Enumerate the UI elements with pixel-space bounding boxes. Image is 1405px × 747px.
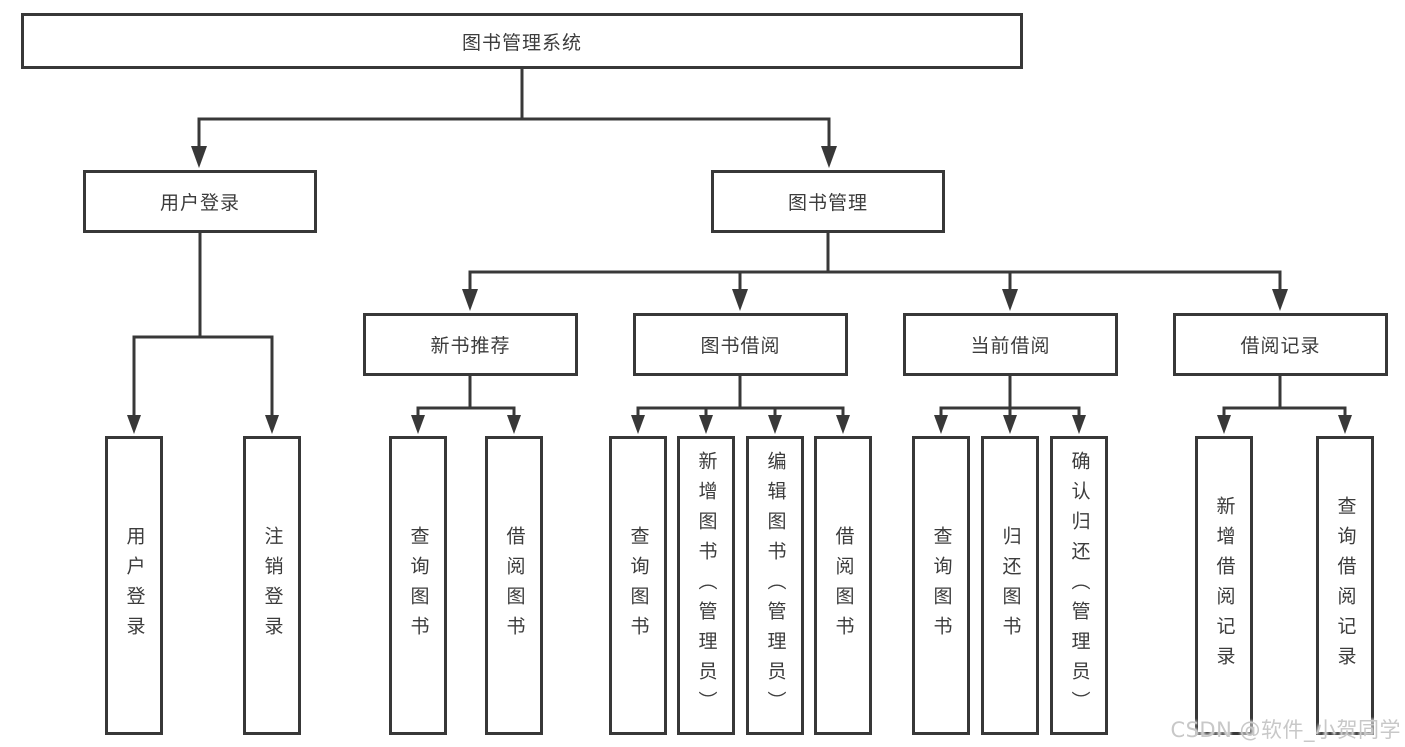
node-current-borrowing: 当前借阅	[903, 313, 1118, 376]
leaf-label: 查询借阅记录	[1334, 495, 1357, 676]
leaf-label: 借阅图书	[832, 525, 855, 646]
arrowhead-icon	[732, 289, 748, 311]
leaf-label: 注销登录	[261, 525, 284, 646]
connector-book-borrowing	[636, 376, 845, 419]
leaf-logout: 注销登录	[243, 436, 301, 735]
connector-book-management	[468, 233, 1282, 294]
arrowhead-icon	[631, 415, 645, 434]
leaf-label: 新增借阅记录	[1213, 495, 1236, 676]
leaf-query-books-borrow: 查询图书	[609, 436, 667, 735]
connector-new-book	[416, 376, 516, 419]
arrowhead-icon	[191, 146, 207, 168]
node-library-system: 图书管理系统	[21, 13, 1023, 69]
leaf-return-books: 归还图书	[981, 436, 1039, 735]
leaf-query-books-newbook: 查询图书	[389, 436, 447, 735]
leaf-label: 查询图书	[407, 525, 430, 646]
node-book-borrowing: 图书借阅	[633, 313, 848, 376]
arrowhead-icon	[507, 415, 521, 434]
arrowhead-icon	[1002, 289, 1018, 311]
arrowhead-icon	[1072, 415, 1086, 434]
csdn-watermark: CSDN @软件_小贺同学	[1170, 718, 1401, 742]
arrowhead-icon	[934, 415, 948, 434]
arrowhead-icon	[1272, 289, 1288, 311]
leaf-add-borrow-record: 新增借阅记录	[1195, 436, 1253, 735]
node-borrow-records: 借阅记录	[1173, 313, 1388, 376]
arrowhead-icon	[1338, 415, 1352, 434]
leaf-borrow-books-newbook: 借阅图书	[485, 436, 543, 735]
leaf-label: 用户登录	[123, 525, 146, 646]
leaf-label: 归还图书	[999, 525, 1022, 646]
connector-root	[197, 69, 831, 150]
leaf-confirm-return-admin: 确认归还（管理员）	[1050, 436, 1108, 735]
node-new-book-recommendation: 新书推荐	[363, 313, 578, 376]
connector-user-login	[132, 233, 274, 419]
leaf-label: 新增图书（管理员）	[695, 450, 718, 721]
leaf-query-borrow-record: 查询借阅记录	[1316, 436, 1374, 735]
arrowhead-icon	[836, 415, 850, 434]
leaf-add-books-admin: 新增图书（管理员）	[677, 436, 735, 735]
leaf-borrow-books-borrow: 借阅图书	[814, 436, 872, 735]
arrowhead-icon	[1003, 415, 1017, 434]
leaf-label: 编辑图书（管理员）	[764, 450, 787, 721]
leaf-query-books-current: 查询图书	[912, 436, 970, 735]
arrowhead-icon	[462, 289, 478, 311]
leaf-edit-books-admin: 编辑图书（管理员）	[746, 436, 804, 735]
arrowhead-icon	[699, 415, 713, 434]
arrowhead-icon	[821, 146, 837, 168]
node-book-management: 图书管理	[711, 170, 945, 233]
leaf-label: 确认归还（管理员）	[1068, 450, 1091, 721]
leaf-label: 查询图书	[930, 525, 953, 646]
connector-borrow-records	[1222, 376, 1347, 419]
connector-arrows	[127, 146, 1352, 434]
arrowhead-icon	[768, 415, 782, 434]
node-user-login: 用户登录	[83, 170, 317, 233]
connector-current-borrowing	[939, 376, 1081, 419]
arrowhead-icon	[1217, 415, 1231, 434]
leaf-label: 查询图书	[627, 525, 650, 646]
arrowhead-icon	[265, 415, 279, 434]
leaf-label: 借阅图书	[503, 525, 526, 646]
leaf-user-login: 用户登录	[105, 436, 163, 735]
arrowhead-icon	[411, 415, 425, 434]
arrowhead-icon	[127, 415, 141, 434]
